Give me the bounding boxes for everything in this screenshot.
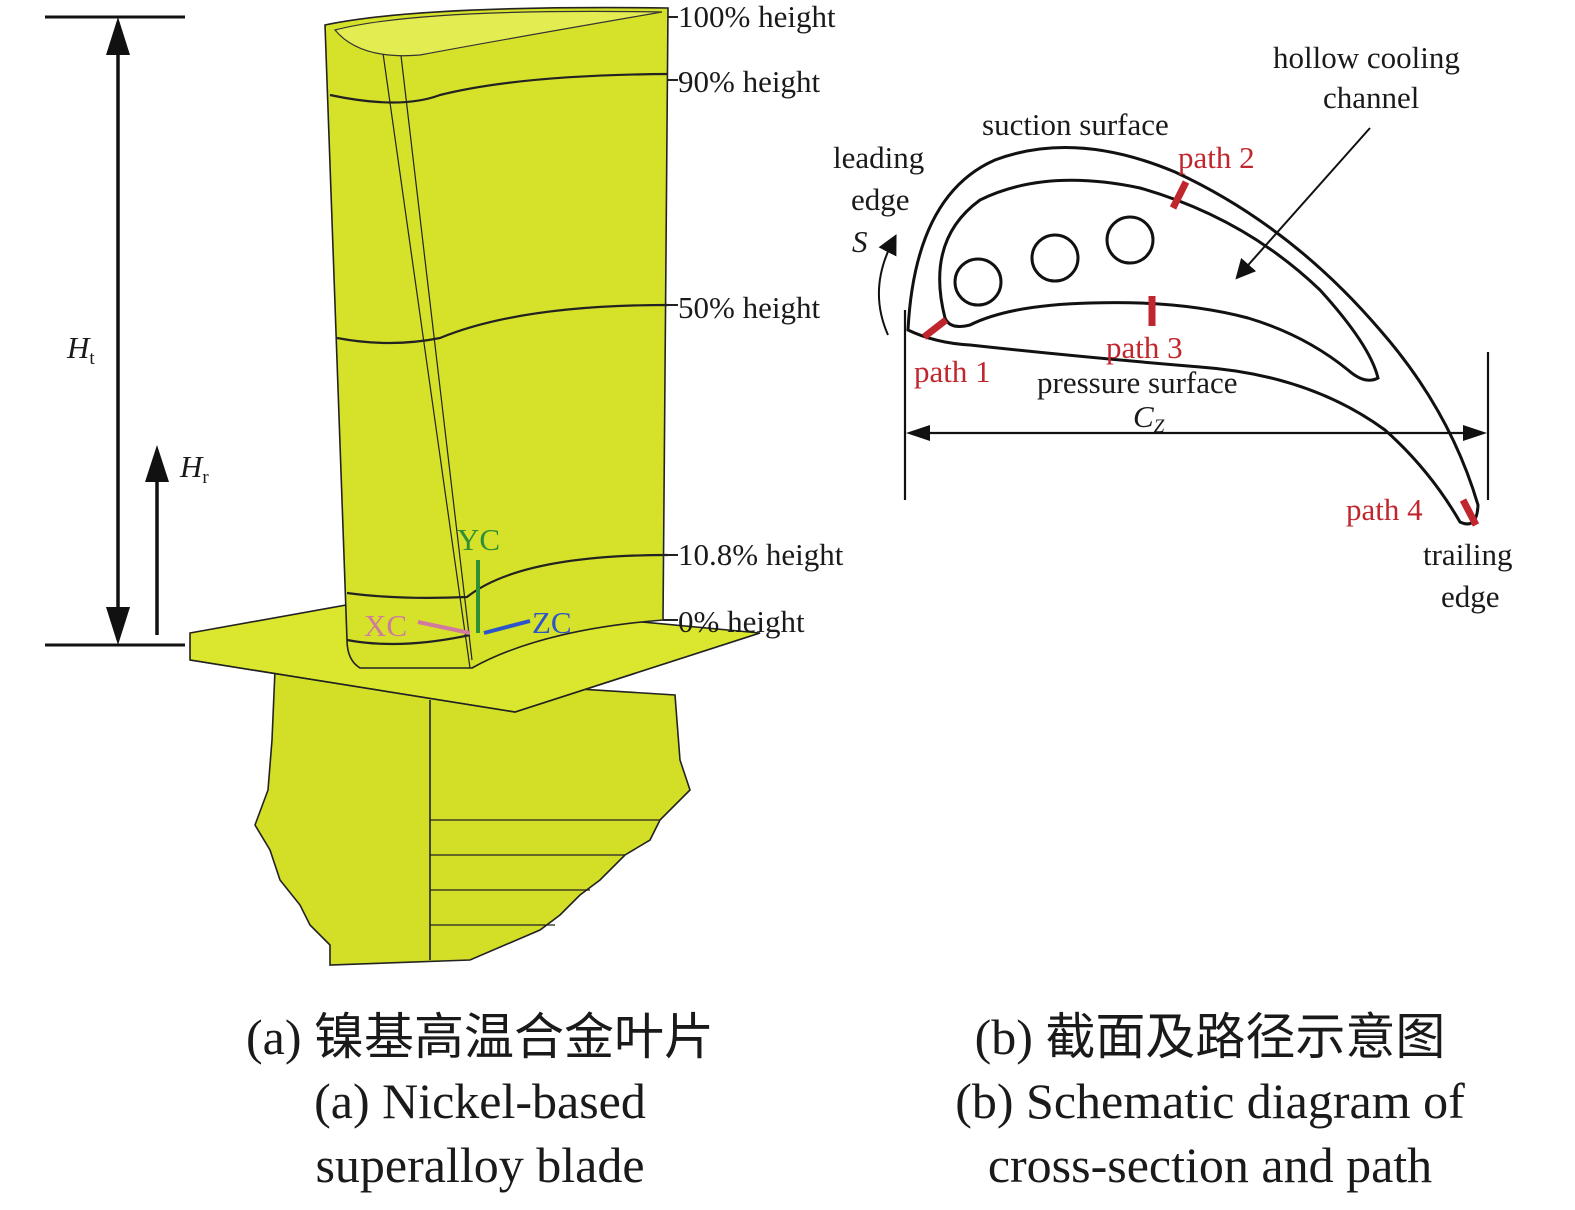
s-direction-arrow <box>878 234 897 336</box>
height-label-10-8: 10.8% height <box>678 537 844 572</box>
caption-a-zh: (a) 镍基高温合金叶片 <box>246 1009 714 1065</box>
trailing-edge-label-2: edge <box>1441 579 1500 614</box>
height-label-50: 50% height <box>678 290 820 325</box>
cz-label: CZ <box>1133 399 1165 437</box>
xc-label: XC <box>364 608 407 643</box>
blade-airfoil <box>324 6 669 669</box>
hollow-channel-label-2: channel <box>1323 80 1419 115</box>
zc-label: ZC <box>532 605 572 640</box>
caption-a-en-2: superalloy blade <box>315 1137 645 1193</box>
height-label-100: 100% height <box>678 0 836 34</box>
hollow-channel-arrow <box>1235 127 1371 280</box>
dimension-ht <box>45 15 185 647</box>
s-label: S <box>852 224 868 259</box>
zc-axis <box>483 619 531 635</box>
path-1-marker <box>921 317 949 340</box>
cooling-channel <box>938 178 1380 382</box>
caption-b-en-1: (b) Schematic diagram of <box>955 1073 1465 1129</box>
path-2-marker <box>1169 180 1190 210</box>
hollow-channel-label-1: hollow cooling <box>1273 40 1460 75</box>
blade-root <box>254 669 691 966</box>
cross-section-diagram <box>906 146 1480 526</box>
pressure-surface-label: pressure surface <box>1037 365 1238 400</box>
path-4-label: path 4 <box>1346 492 1423 527</box>
path-1-label: path 1 <box>914 354 991 389</box>
yc-label: YC <box>457 522 500 557</box>
height-label-90: 90% height <box>678 64 820 99</box>
blade-illustration <box>189 6 761 966</box>
suction-surface-label: suction surface <box>982 107 1169 142</box>
hr-label: Hr <box>179 449 209 488</box>
caption-a-en-1: (a) Nickel-based <box>314 1073 646 1129</box>
cooling-hole-3 <box>1105 215 1155 265</box>
leading-edge-label-1: leading <box>833 140 924 175</box>
airfoil-outer <box>906 146 1480 526</box>
leading-edge-label-2: edge <box>851 182 910 217</box>
cooling-hole-1 <box>953 257 1003 307</box>
height-label-0: 0% height <box>678 604 805 639</box>
path-3-label: path 3 <box>1106 330 1183 365</box>
path-4-marker <box>1459 498 1480 527</box>
dimension-hr <box>145 445 169 635</box>
caption-b: (b) 截面及路径示意图 (b) Schematic diagram of cr… <box>880 1005 1540 1197</box>
caption-a: (a) 镍基高温合金叶片 (a) Nickel-based superalloy… <box>150 1005 810 1197</box>
path-2-label: path 2 <box>1178 140 1255 175</box>
caption-b-en-2: cross-section and path <box>987 1137 1433 1193</box>
xc-axis <box>417 620 471 635</box>
ht-label: Ht <box>66 330 95 369</box>
cz-dimension <box>903 310 1490 500</box>
trailing-edge-label-1: trailing <box>1423 537 1513 572</box>
figure-canvas: YC XC ZC 100% height 90% height 50% heig… <box>45 0 1513 966</box>
path-markers <box>921 180 1480 527</box>
cooling-hole-2 <box>1030 233 1080 283</box>
caption-b-zh: (b) 截面及路径示意图 <box>974 1009 1446 1065</box>
coordinate-axes: YC XC ZC <box>364 522 572 643</box>
